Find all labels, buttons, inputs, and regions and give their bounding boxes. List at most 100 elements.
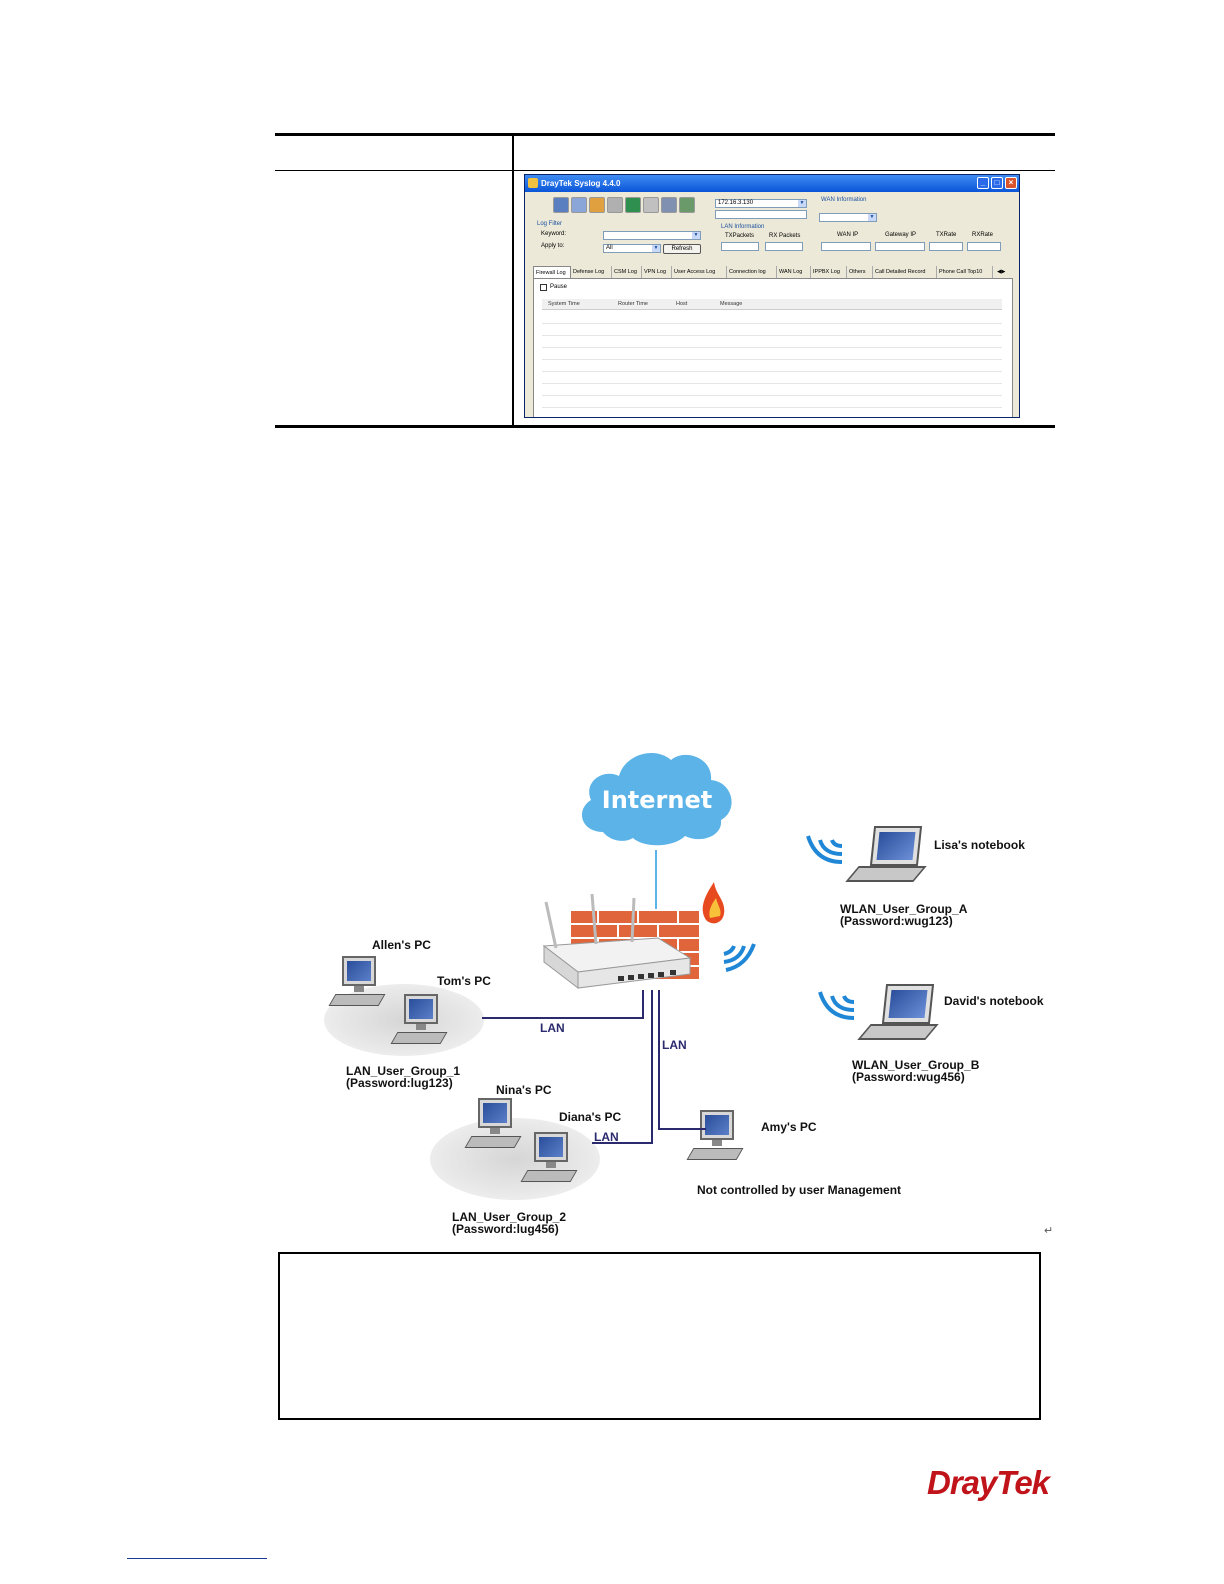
search-icon[interactable]	[661, 197, 677, 213]
wan-ip-value	[821, 242, 871, 251]
wan-rxrate-value	[967, 242, 1001, 251]
internet-uplink	[655, 850, 657, 930]
lan-group-2-halo	[430, 1118, 600, 1200]
lan-tx-value	[721, 242, 759, 251]
tab-phone-call-top10[interactable]: Phone Call Top10	[937, 266, 993, 278]
tab-firewall-log[interactable]: Firewall Log	[533, 266, 571, 278]
keyword-input[interactable]: ▼	[603, 231, 701, 240]
col-host[interactable]: Host	[676, 301, 688, 307]
desktop-pc-icon	[520, 1132, 580, 1190]
keyword-label: Keyword:	[541, 231, 567, 237]
lan-wire-amy-riser	[658, 990, 660, 1130]
network-icon[interactable]	[625, 197, 641, 213]
ip-subfield	[715, 210, 807, 219]
lan-group-2-label: LAN_User_Group_2	[452, 1210, 567, 1224]
desktop-pc-icon	[464, 1098, 524, 1156]
desktop-pc-icon	[328, 956, 388, 1014]
ip-select[interactable]: 172.16.3.130 ▼	[715, 199, 807, 208]
tab-call-detailed-record[interactable]: Call Detailed Record	[873, 266, 937, 278]
ip-select-value: 172.16.3.130	[718, 200, 754, 206]
lan-rx-value	[765, 242, 803, 251]
table-header-rule	[275, 170, 1055, 171]
grid-row-line	[542, 347, 1002, 348]
print-icon[interactable]	[607, 197, 623, 213]
grid-row-line	[542, 395, 1002, 396]
chevron-down-icon: ▼	[798, 200, 806, 207]
laptop-icon	[857, 984, 939, 1046]
tab-ippbx-log[interactable]: IPPBX Log	[811, 266, 847, 278]
wan-col-gateway: Gateway IP	[885, 232, 917, 238]
tab-defense-log[interactable]: Defense Log	[571, 266, 612, 278]
grid-row-line	[542, 407, 1002, 408]
close-icon[interactable]: ×	[1005, 177, 1017, 189]
lan-wire-group-1-riser	[642, 990, 644, 1019]
tab-connection-log[interactable]: Connection log	[727, 266, 777, 278]
lan-group-1-label: LAN_User_Group_1	[346, 1064, 461, 1078]
tab-wan-log[interactable]: WAN Log	[777, 266, 811, 278]
apply-to-select[interactable]: All ▼	[603, 244, 661, 253]
open-icon[interactable]	[571, 197, 587, 213]
chevron-down-icon: ▼	[868, 214, 876, 221]
laptop-icon	[845, 826, 927, 888]
desktop-pc-icon	[686, 1110, 746, 1168]
tools-icon[interactable]	[643, 197, 659, 213]
app-icon	[528, 178, 538, 188]
internet-cloud-icon: Internet	[581, 753, 732, 846]
wan-col-txrate: TXRate	[936, 232, 957, 238]
tab-others[interactable]: Others	[847, 266, 873, 278]
syslog-title: DrayTek Syslog 4.4.0	[541, 179, 621, 188]
not-controlled-label: Not controlled by user Management	[697, 1183, 902, 1197]
refresh-icon[interactable]	[679, 197, 695, 213]
david-notebook-label: David's notebook	[944, 994, 1044, 1008]
lan-label-amy: LAN	[662, 1038, 687, 1052]
save-icon[interactable]	[553, 197, 569, 213]
grid-row-line	[542, 383, 1002, 384]
lan-col-tx: TXPackets	[725, 233, 755, 239]
log-filter-label: Log Filter	[537, 221, 563, 227]
tab-vpn-log[interactable]: VPN Log	[642, 266, 672, 278]
wan-txrate-value	[929, 242, 963, 251]
lan-wire-amy	[658, 1128, 706, 1130]
log-panel: Pause System Time Router Time Host Messa…	[533, 278, 1013, 417]
col-system-time[interactable]: System Time	[548, 301, 580, 307]
wifi-signal-icon	[818, 991, 855, 1020]
chevron-down-icon: ▼	[692, 232, 700, 239]
wlan-group-b-password: (Password:wug456)	[852, 1070, 965, 1084]
col-router-time[interactable]: Router Time	[618, 301, 648, 307]
maximize-icon[interactable]: □	[991, 177, 1003, 189]
draytek-logo: DrayTek	[927, 1464, 1050, 1501]
wlan-group-a-password: (Password:wug123)	[840, 914, 953, 928]
note-box	[278, 1252, 1041, 1420]
table-column-divider	[512, 133, 514, 428]
chevron-down-icon: ▼	[652, 245, 660, 252]
allen-pc-label: Allen's PC	[372, 938, 431, 952]
tab-user-access-log[interactable]: User Access Log	[672, 266, 727, 278]
tom-pc-label: Tom's PC	[437, 974, 491, 988]
table-top-rule	[275, 133, 1055, 136]
wlan-group-b-label: WLAN_User_Group_B	[852, 1058, 980, 1072]
lan-info-label: LAN Information	[721, 224, 765, 230]
wan-col-rxrate: RXRate	[972, 232, 994, 238]
syslog-window: DrayTek Syslog 4.4.0 _ □ × 172.16.3.130 …	[524, 174, 1020, 418]
lan-wire-group-2-riser	[651, 990, 653, 1144]
grid-row-line	[542, 371, 1002, 372]
lan-label-group-2: LAN	[594, 1130, 619, 1144]
wan-col-ip: WAN IP	[837, 232, 859, 238]
amy-pc-label: Amy's PC	[761, 1120, 817, 1134]
tab-csm-log[interactable]: CSM Log	[612, 266, 642, 278]
footer-link-line	[127, 1558, 267, 1559]
desktop-pc-icon	[390, 994, 450, 1052]
wan-select[interactable]: ▼	[819, 213, 877, 222]
wan-gateway-value	[875, 242, 925, 251]
tab-scroll-arrows-icon[interactable]: ◀▶	[997, 269, 1006, 275]
export-icon[interactable]	[589, 197, 605, 213]
pause-checkbox[interactable]	[540, 284, 547, 291]
minimize-icon[interactable]: _	[977, 177, 989, 189]
grid-row-line	[542, 335, 1002, 336]
col-message[interactable]: Message	[720, 301, 743, 307]
lan-label-group-1: LAN	[540, 1021, 565, 1035]
refresh-button[interactable]: Refresh	[663, 244, 701, 254]
lan-wire-group-1	[482, 1017, 644, 1019]
pause-label: Pause	[550, 284, 568, 290]
return-mark: ↵	[1044, 1225, 1054, 1237]
